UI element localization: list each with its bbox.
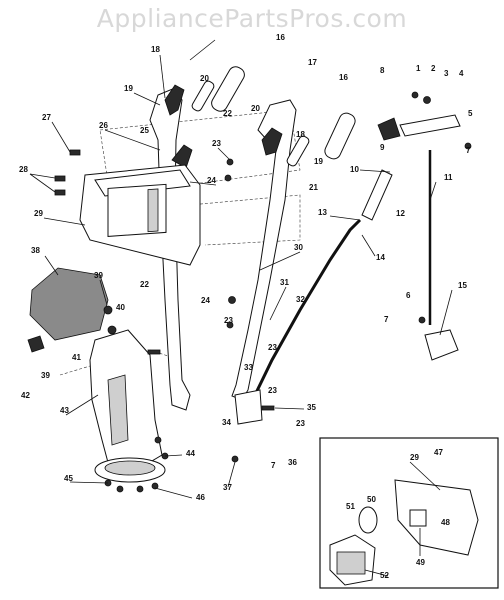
callout-16a: 16 (276, 33, 285, 42)
inset-detail (319, 437, 499, 589)
callout-22a: 22 (223, 109, 232, 118)
callout-41: 41 (72, 353, 81, 362)
callout-15: 15 (458, 281, 467, 290)
callout-20b: 20 (251, 104, 260, 113)
callout-31: 31 (280, 278, 289, 287)
callout-51: 51 (346, 502, 355, 511)
chute-assembly (27, 267, 166, 483)
callout-12: 12 (396, 209, 405, 218)
control-linkage (234, 114, 461, 425)
callout-29a: 29 (34, 209, 43, 218)
callout-46: 46 (196, 493, 205, 502)
callout-39b: 39 (41, 371, 50, 380)
callout-20a: 20 (200, 74, 209, 83)
callout-38: 38 (31, 246, 40, 255)
callout-39a: 39 (94, 271, 103, 280)
callout-47: 47 (434, 448, 443, 457)
callout-21: 21 (309, 183, 318, 192)
callout-16b: 16 (339, 73, 348, 82)
right-handle-assembly (231, 99, 356, 401)
callout-5: 5 (468, 109, 473, 118)
callout-50: 50 (367, 495, 376, 504)
callout-36: 36 (288, 458, 297, 467)
callout-4: 4 (459, 69, 464, 78)
callout-10: 10 (350, 165, 359, 174)
callout-24b: 24 (201, 296, 210, 305)
callout-7a: 7 (466, 146, 471, 155)
callout-49: 49 (416, 558, 425, 567)
callout-2: 2 (431, 64, 436, 73)
callout-32: 32 (296, 295, 305, 304)
callout-1: 1 (416, 64, 421, 73)
callout-6: 6 (406, 291, 411, 300)
callout-42: 42 (21, 391, 30, 400)
callout-24a: 24 (207, 176, 216, 185)
leader-lines (29, 54, 453, 577)
callout-26: 26 (99, 121, 108, 130)
callout-29b: 29 (410, 453, 419, 462)
callout-19b: 19 (314, 157, 323, 166)
callout-48: 48 (441, 518, 450, 527)
callout-23a: 23 (212, 139, 221, 148)
callout-43: 43 (60, 406, 69, 415)
callout-9: 9 (380, 143, 385, 152)
callout-3: 3 (444, 69, 449, 78)
callout-18b: 18 (296, 130, 305, 139)
control-panel (79, 164, 201, 266)
callout-23e: 23 (296, 419, 305, 428)
callout-23b: 23 (224, 316, 233, 325)
callout-27: 27 (42, 113, 51, 122)
watermark-text: AppliancePartsPros.com (97, 4, 407, 33)
callout-19a: 19 (124, 84, 133, 93)
callout-45: 45 (64, 474, 73, 483)
callout-34: 34 (222, 418, 231, 427)
callout-14: 14 (376, 253, 385, 262)
callout-37: 37 (223, 483, 232, 492)
callout-30: 30 (294, 243, 303, 252)
callout-22b: 22 (140, 280, 149, 289)
callout-33: 33 (244, 363, 253, 372)
callout-11: 11 (444, 173, 453, 182)
callout-44: 44 (186, 449, 195, 458)
callout-13: 13 (318, 208, 327, 217)
callout-7b: 7 (384, 315, 389, 324)
callout-25: 25 (140, 126, 149, 135)
callout-8: 8 (380, 66, 385, 75)
callout-40: 40 (116, 303, 125, 312)
callout-23c: 23 (268, 343, 277, 352)
callout-17: 17 (308, 58, 317, 67)
callout-28: 28 (19, 165, 28, 174)
callout-23d: 23 (268, 386, 277, 395)
callout-7c: 7 (271, 461, 276, 470)
callout-35: 35 (307, 403, 316, 412)
callout-18a: 18 (151, 45, 160, 54)
